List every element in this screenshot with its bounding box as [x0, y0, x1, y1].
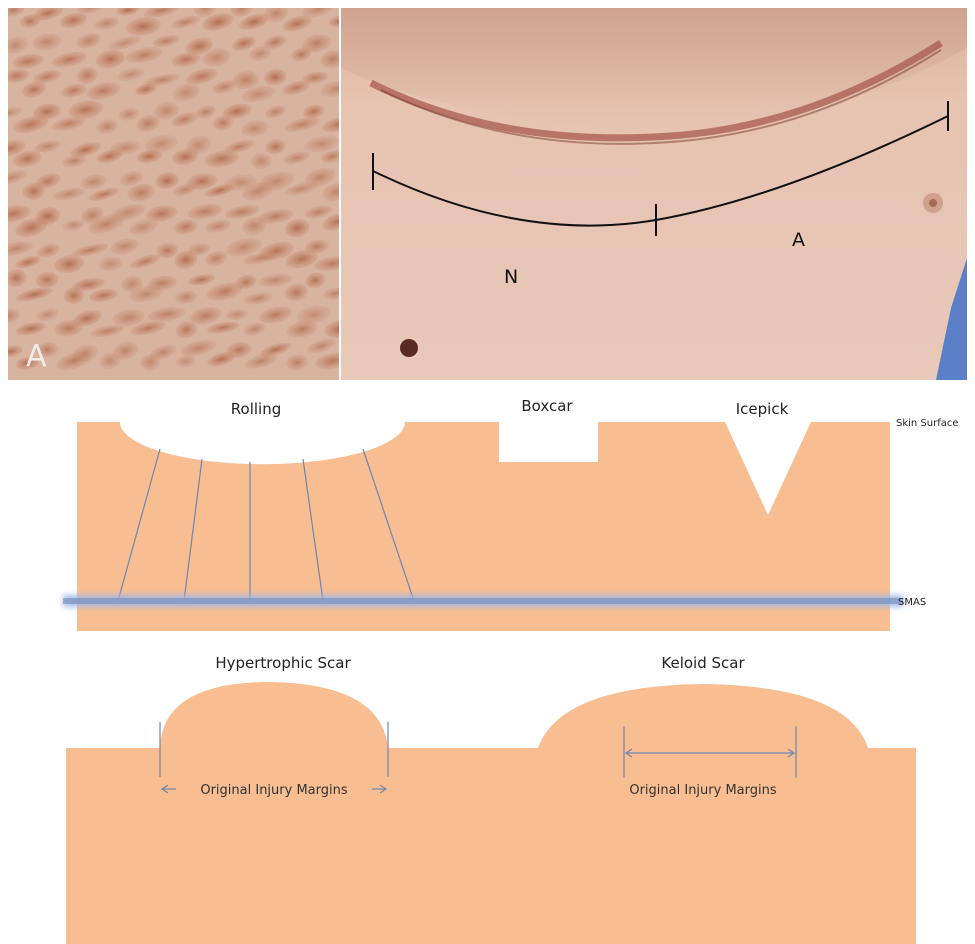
smas-band	[63, 598, 903, 604]
keloid-scar-title: Keloid Scar	[661, 654, 745, 672]
panel-label-a: A	[26, 339, 47, 374]
skin-surface-label: Skin Surface	[896, 418, 959, 429]
neck-scar-illustration: N A	[341, 8, 967, 380]
scar-type-icepick: Icepick	[736, 400, 789, 418]
skin-lesion	[400, 339, 418, 357]
photo-label-n: N	[504, 266, 518, 288]
scar-type-boxcar: Boxcar	[521, 397, 573, 415]
hypertrophic-margins-label: Original Injury Margins	[200, 783, 347, 798]
scar-type-rolling: Rolling	[231, 400, 281, 418]
smas-label: SMAS	[898, 597, 926, 608]
skin-closeup-illustration: A	[8, 8, 339, 380]
photo-label-a: A	[792, 229, 805, 251]
keloid-margins-label: Original Injury Margins	[629, 783, 776, 798]
scar-types-diagram: Rolling Boxcar Icepick Skin Surface SMAS…	[0, 382, 975, 944]
neck-scar-photo: N A	[341, 8, 967, 380]
hypertrophic-scar-title: Hypertrophic Scar	[215, 654, 351, 672]
skin-closeup-photo: A	[8, 8, 339, 380]
raised-scar-tissue-block	[66, 682, 916, 944]
